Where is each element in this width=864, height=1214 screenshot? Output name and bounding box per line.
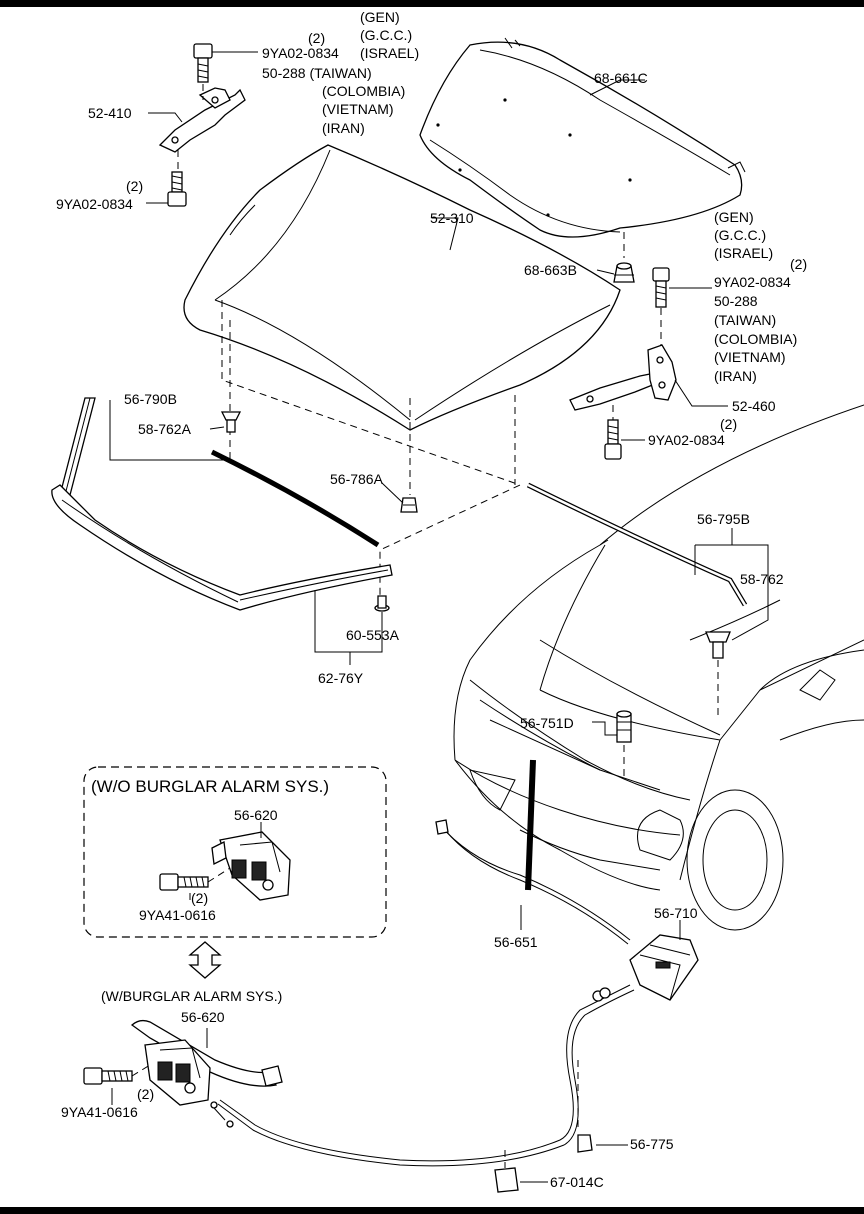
label-israel-left: (ISRAEL) (360, 45, 419, 61)
label-58-762A: 58-762A (138, 421, 192, 437)
label-9YA02-0834-right-b: 9YA02-0834 (648, 432, 725, 448)
clip-56-786A-drawing (400, 497, 418, 513)
label-52-410: 52-410 (88, 105, 132, 121)
label-56-795B: 56-795B (697, 511, 750, 527)
label-56-710: 56-710 (654, 905, 698, 921)
lock-box-title: (W/O BURGLAR ALARM SYS.) (91, 777, 329, 796)
label-9YA41-0616-alarm: 9YA41-0616 (61, 1104, 138, 1120)
label-56-620-alarm: 56-620 (181, 1009, 225, 1025)
label-56-751D: 56-751D (520, 715, 574, 731)
label-56-786A: 56-786A (330, 471, 384, 487)
label-9YA41-0616-box: 9YA41-0616 (139, 907, 216, 923)
hood-cover-drawing (419, 37, 746, 238)
label-60-553A: 60-553A (346, 627, 400, 643)
car-body-drawing (453, 404, 864, 931)
clip-58-762A-drawing (220, 411, 242, 433)
label-colombia-left: (COLOMBIA) (322, 83, 405, 99)
label-gen-left: (GEN) (360, 9, 400, 25)
left-hinge-labels: (GEN) (2) (G.C.C.) 9YA02-0834 (ISRAEL) 5… (56, 9, 419, 212)
label-iran-right: (IRAN) (714, 368, 757, 384)
left-hinge-drawing (158, 43, 246, 207)
label-gen-right: (GEN) (714, 209, 754, 225)
hood-drawing (183, 144, 621, 431)
label-taiwan-right: (TAIWAN) (714, 312, 776, 328)
release-lever-drawing (629, 934, 699, 1001)
clip-58-762-drawing (705, 631, 731, 659)
lock-no-alarm-drawing (159, 831, 291, 901)
label-58-762: 58-762 (740, 571, 784, 587)
lock-alarm-title: (W/BURGLAR ALARM SYS.) (101, 988, 282, 1004)
label-9YA02-0834-right-a: 9YA02-0834 (714, 274, 791, 290)
label-68-661C: 68-661C (594, 70, 648, 86)
bumper-stop-drawing (613, 262, 635, 283)
label-iran-left: (IRAN) (322, 120, 365, 136)
stay-holder-drawing (616, 710, 632, 743)
right-hinge-drawing (569, 267, 677, 460)
label-qty-left-b: (2) (126, 178, 143, 194)
lock-alarm-drawing (83, 1019, 283, 1128)
label-56-651: 56-651 (494, 934, 538, 950)
label-vietnam-right: (VIETNAM) (714, 349, 786, 365)
label-qty-right: (2) (790, 256, 807, 272)
lock-box-frame (83, 766, 387, 938)
rear-seal-drawing (210, 449, 380, 548)
label-50-288-left: 50-288 (TAIWAN) (262, 65, 372, 81)
label-52-460: 52-460 (732, 398, 776, 414)
label-56-620-box: 56-620 (234, 807, 278, 823)
right-hinge-labels: (GEN) (G.C.C.) (ISRAEL) (2) 9YA02-0834 5… (648, 209, 807, 448)
label-68-663B: 68-663B (524, 262, 577, 278)
label-56-775: 56-775 (630, 1136, 674, 1152)
label-62-76Y: 62-76Y (318, 670, 364, 686)
label-gcc-right: (G.C.C.) (714, 227, 766, 243)
label-50-288-right: 50-288 (714, 293, 758, 309)
label-qty-box: (2) (191, 890, 208, 906)
cowl-drawing (51, 397, 393, 611)
top-rule (0, 0, 864, 7)
double-arrow-icon (188, 941, 222, 979)
label-9YA02-0834-left-a: 9YA02-0834 (262, 45, 339, 61)
label-9YA02-0834-left-b: 9YA02-0834 (56, 196, 133, 212)
hood-stay-drawing (525, 759, 536, 891)
label-vietnam-left: (VIETNAM) (322, 101, 394, 117)
lock-cable-drawing (217, 984, 635, 1193)
label-67-014C: 67-014C (550, 1174, 604, 1190)
side-seal-drawing (526, 482, 748, 607)
label-qty-alarm: (2) (137, 1086, 154, 1102)
label-qty-right-b: (2) (720, 416, 737, 432)
label-colombia-right: (COLOMBIA) (714, 331, 797, 347)
label-gcc-left: (G.C.C.) (360, 27, 412, 43)
bottom-rule (0, 1207, 864, 1214)
label-israel-right: (ISRAEL) (714, 245, 773, 261)
label-56-790B: 56-790B (124, 391, 177, 407)
grommet-60-553A-drawing (374, 595, 390, 612)
label-52-310: 52-310 (430, 210, 474, 226)
release-cable-drawing (435, 819, 631, 945)
label-qty-left: (2) (308, 30, 325, 46)
